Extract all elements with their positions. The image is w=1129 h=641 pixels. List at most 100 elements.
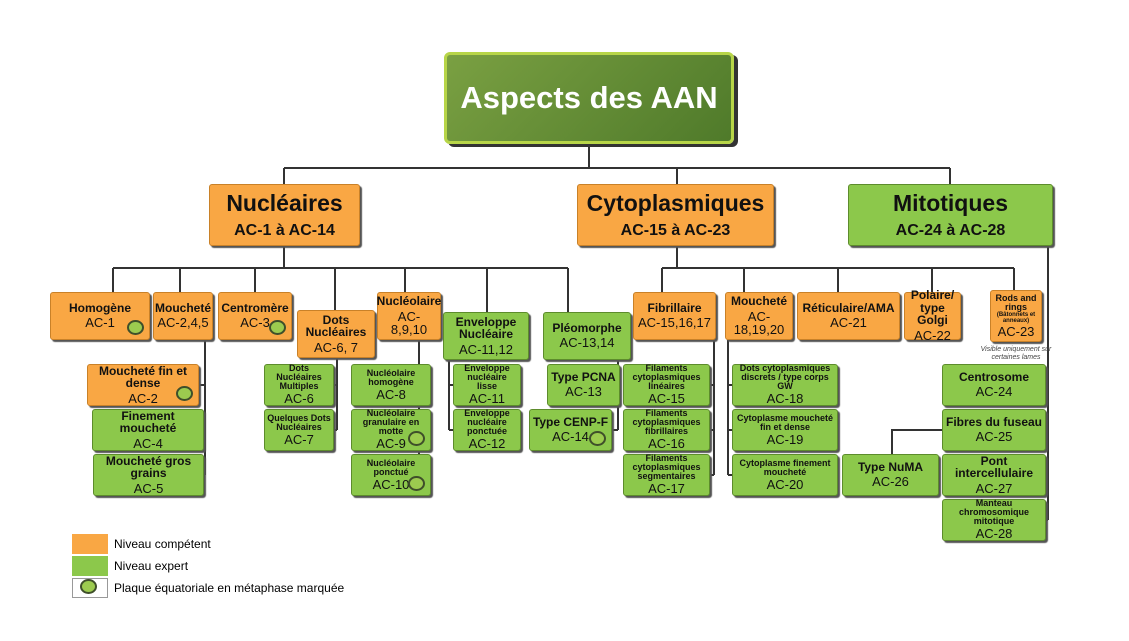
node-code: AC-10 [372,476,410,492]
node-code: AC-13,14 [559,335,615,351]
node-label: Moucheté fin et dense [98,363,187,391]
node-label: Pont intercellulaire [954,453,1034,481]
node-label: Centromère [221,300,289,315]
node-code: AC-6, 7 [313,339,359,355]
node-label: Filaments cytoplasmiques linéaires [632,363,701,392]
metaphase-marker-icon [589,431,606,446]
node-code: AC-12 [468,436,506,452]
node-label: Quelques Dots Nucléaires [267,412,331,432]
node-label: Nucléolaire granulaire en motte [362,408,420,437]
node-code: AC-11,12 [459,341,513,357]
node-label: Nucléolaire [376,294,442,309]
legend-label: Niveau compétent [114,537,211,551]
node-code: AC-7 [284,431,314,447]
legend-label: Plaque équatoriale en métaphase marquée [114,581,345,595]
node-label: Enveloppe nucléaire lisse [464,363,510,392]
legend-competent: Niveau compétent [72,534,211,554]
node-code: AC-15,16,17 [638,315,711,331]
node-code: AC-20 [766,476,804,492]
node-code: AC-22 [914,328,951,344]
node-label: Type CENP-F [532,414,609,429]
node-label: Rods and rings [995,292,1037,312]
node-label: Centrosome [958,369,1029,384]
node-code: AC-3 [240,315,270,331]
legend-label: Niveau expert [114,559,189,573]
legend-swatch-marker [72,578,108,598]
node-label: Nucléaires [226,189,343,216]
node-code: AC-9 [376,436,406,452]
node-code: AC-15 [648,391,685,407]
node-code: AC-17 [648,481,685,497]
node-code: AC-8 [376,386,406,402]
node-code: AC-1 à AC-14 [234,221,335,239]
rods-note: Visible uniquement sur certaines lames [980,346,1052,361]
node-label: Polaire/ type Golgi [910,288,955,328]
title-node: Aspects des AAN [444,52,734,144]
node-label: Réticulaire/AMA [802,300,895,315]
node-code: AC-15 à AC-23 [620,221,731,239]
node-code: AC-16 [648,436,685,452]
node-label: Filaments cytoplasmiques segmentaires [632,453,701,482]
metaphase-marker-icon [176,386,193,401]
node-sublabel: (Bâtonnets et anneaux) [996,311,1036,324]
node-code: AC-11 [469,391,505,407]
node-code: AC-27 [975,480,1013,496]
node-code: AC-2 [128,390,158,406]
legend-expert: Niveau expert [72,556,188,576]
legend-marker: Plaque équatoriale en métaphase marquée [72,578,344,598]
node-code: AC-2,4,5 [157,315,209,331]
node-code: AC-6 [284,391,314,407]
legend-swatch-green [72,556,108,576]
node-label: Nucléolaire homogène [366,367,416,387]
node-code: AC-26 [872,474,909,490]
node-code: AC-1 [85,315,115,331]
node-code: AC-18,19,20 [733,308,785,338]
node-label: Finement moucheté [119,408,177,436]
node-label: Dots Nucléaires [305,312,367,340]
metaphase-marker-icon [269,320,286,335]
node-code: AC-25 [975,429,1013,445]
node-label: Dots cytoplasmiques discrets / type corp… [739,363,831,392]
node-label: Moucheté [730,294,787,309]
node-label: Manteau chromosomique mitotique [958,498,1029,527]
node-code: AC-28 [975,526,1013,542]
metaphase-marker-icon [408,431,425,446]
node-label: Fibres du fuseau [945,414,1043,429]
node-label: Dots Nucléaires Multiples [276,363,322,392]
metaphase-marker-icon [408,476,425,491]
node-label: Type NuMA [857,459,924,474]
node-code: AC-24 [975,384,1013,400]
node-label: Enveloppe nucléaire ponctuée [464,408,510,437]
node-label: Pléomorphe [552,320,622,335]
node-code: AC-8,9,10 [390,308,428,338]
